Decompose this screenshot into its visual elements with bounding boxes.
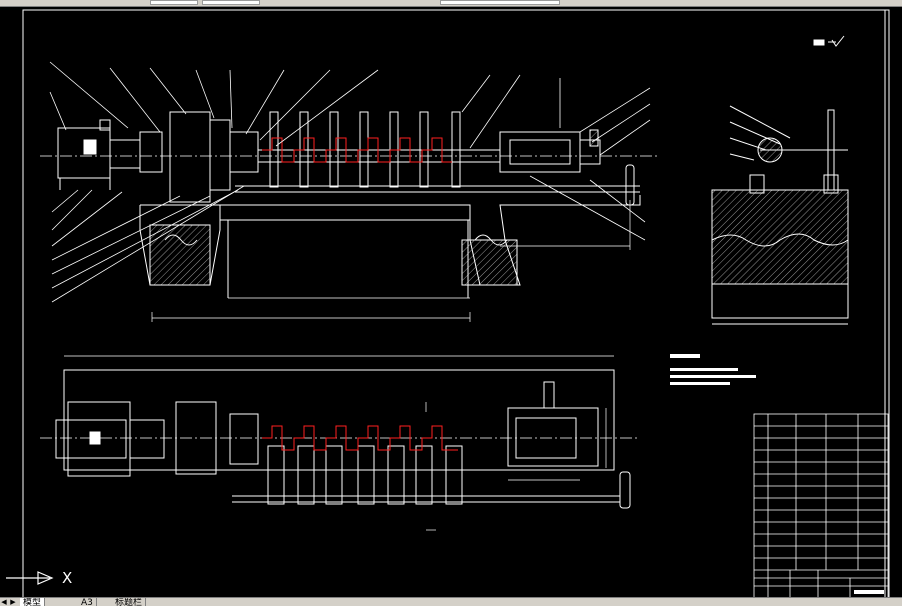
tab-title-block[interactable]: 标题栏 <box>112 598 147 606</box>
crankshaft-top <box>262 425 458 451</box>
top-view <box>40 355 640 531</box>
toolbar-dropdown[interactable] <box>202 0 260 5</box>
triangle-left-icon[interactable]: ◀ <box>1 598 7 606</box>
ucs-x-label: X <box>62 569 73 587</box>
crankshaft-front <box>262 137 452 163</box>
toolbar-strip <box>0 0 902 7</box>
balloon-leaders-front <box>49 61 651 303</box>
technical-notes <box>670 354 756 385</box>
model-space-canvas[interactable] <box>0 6 902 599</box>
ucs-axis-icon <box>6 571 54 585</box>
tab-a3[interactable]: A3 <box>78 598 97 606</box>
layout-tab-bar: ◀ ▶ 模型 A3 标题栏 <box>0 597 902 606</box>
front-view <box>40 111 660 298</box>
parts-list-table <box>753 413 889 599</box>
triangle-right-icon[interactable]: ▶ <box>10 598 16 606</box>
toolbar-dropdown[interactable] <box>150 0 198 5</box>
tab-model[interactable]: 模型 <box>20 598 46 606</box>
roughness-symbol <box>813 35 845 47</box>
dimensions-front <box>151 200 631 322</box>
section-view <box>711 105 849 325</box>
toolbar-dropdown[interactable] <box>440 0 560 5</box>
